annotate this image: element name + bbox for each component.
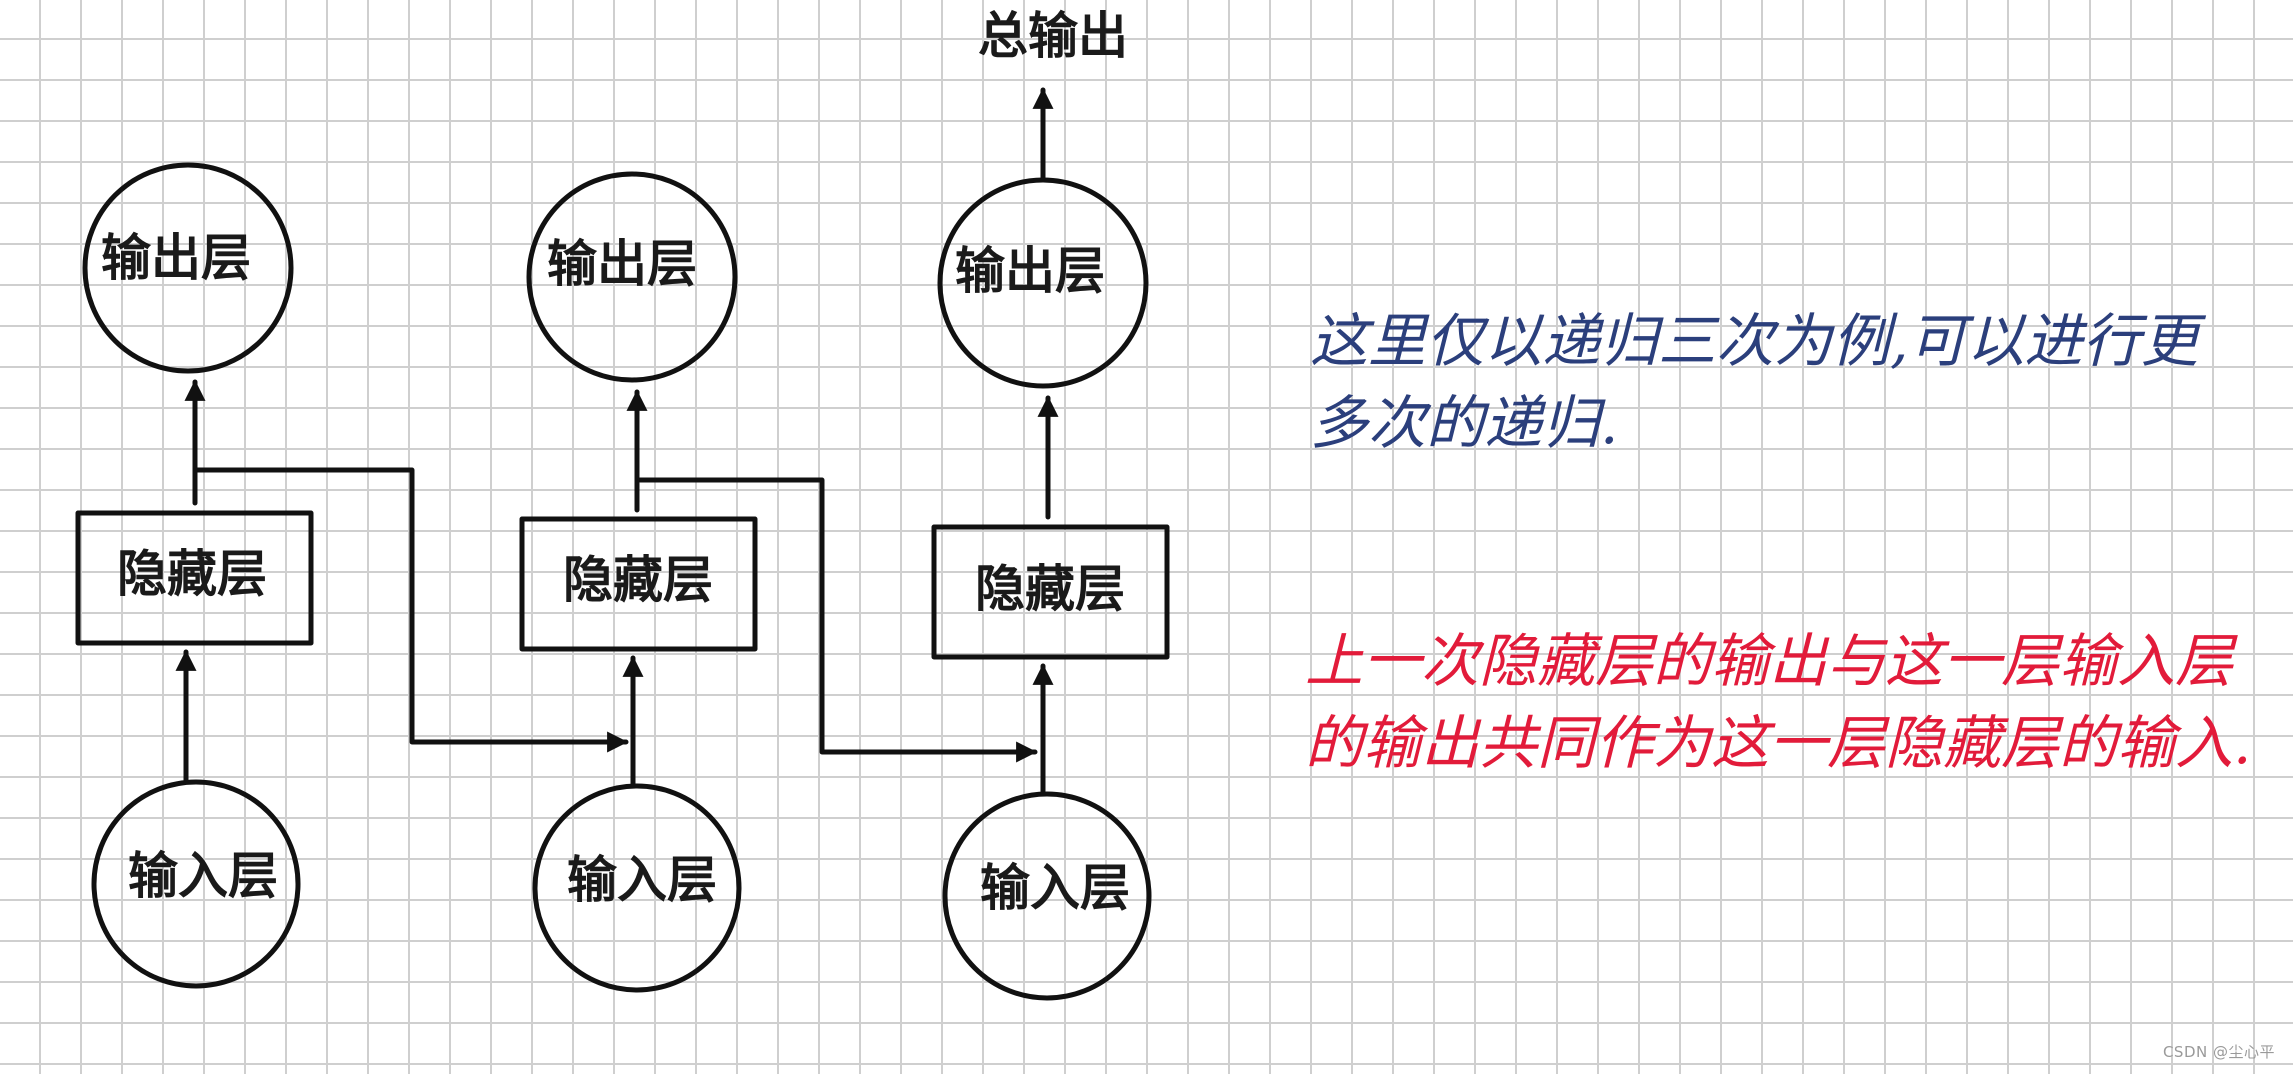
input-layer-node-1 (91, 779, 301, 989)
hidden-input-note-line-1: 上一次隐藏层的输出与这一层输入层 (1305, 627, 2234, 695)
hidden-layer-label-2: 隐藏层 (563, 550, 713, 609)
hidden-layer-box-2 (519, 516, 758, 652)
input-layer-node-2 (532, 783, 742, 993)
output-layer-label-2: 输出层 (547, 234, 697, 293)
recursion-note-line-1: 这里仅以递归三次为例,可以进行更 (1310, 307, 2199, 375)
output-layer-label-1: 输出层 (101, 228, 251, 287)
hidden-layer-label-1: 隐藏层 (117, 544, 267, 603)
output-layer-node-2 (526, 171, 738, 383)
hidden-input-note: 上一次隐藏层的输出与这一层输入层 的输出共同作为这一层隐藏层的输入. (1305, 620, 2251, 784)
input-layer-label-1: 输入层 (128, 846, 278, 905)
arrow-recurrent-2-to-3 (637, 477, 1038, 763)
recursion-note: 这里仅以递归三次为例,可以进行更 多次的递归. (1310, 300, 2198, 464)
hidden-layer-label-3: 隐藏层 (975, 559, 1125, 618)
input-layer-node-3 (942, 791, 1152, 1001)
csdn-watermark: CSDN @尘心平 (2162, 1043, 2275, 1061)
output-layer-node-1 (82, 162, 294, 374)
arrow-recurrent-1-to-2 (192, 467, 629, 753)
hidden-input-note-line-2: 的输出共同作为这一层隐藏层的输入. (1305, 709, 2252, 777)
hidden-layer-box-1 (75, 510, 314, 646)
hidden-layer-box-3 (931, 524, 1170, 660)
recursion-note-line-2: 多次的递归. (1310, 389, 1619, 457)
input-layer-label-2: 输入层 (567, 850, 717, 909)
total-output-label: 总输出 (978, 6, 1128, 65)
output-layer-label-3: 输出层 (955, 241, 1105, 300)
input-layer-label-3: 输入层 (980, 858, 1130, 917)
